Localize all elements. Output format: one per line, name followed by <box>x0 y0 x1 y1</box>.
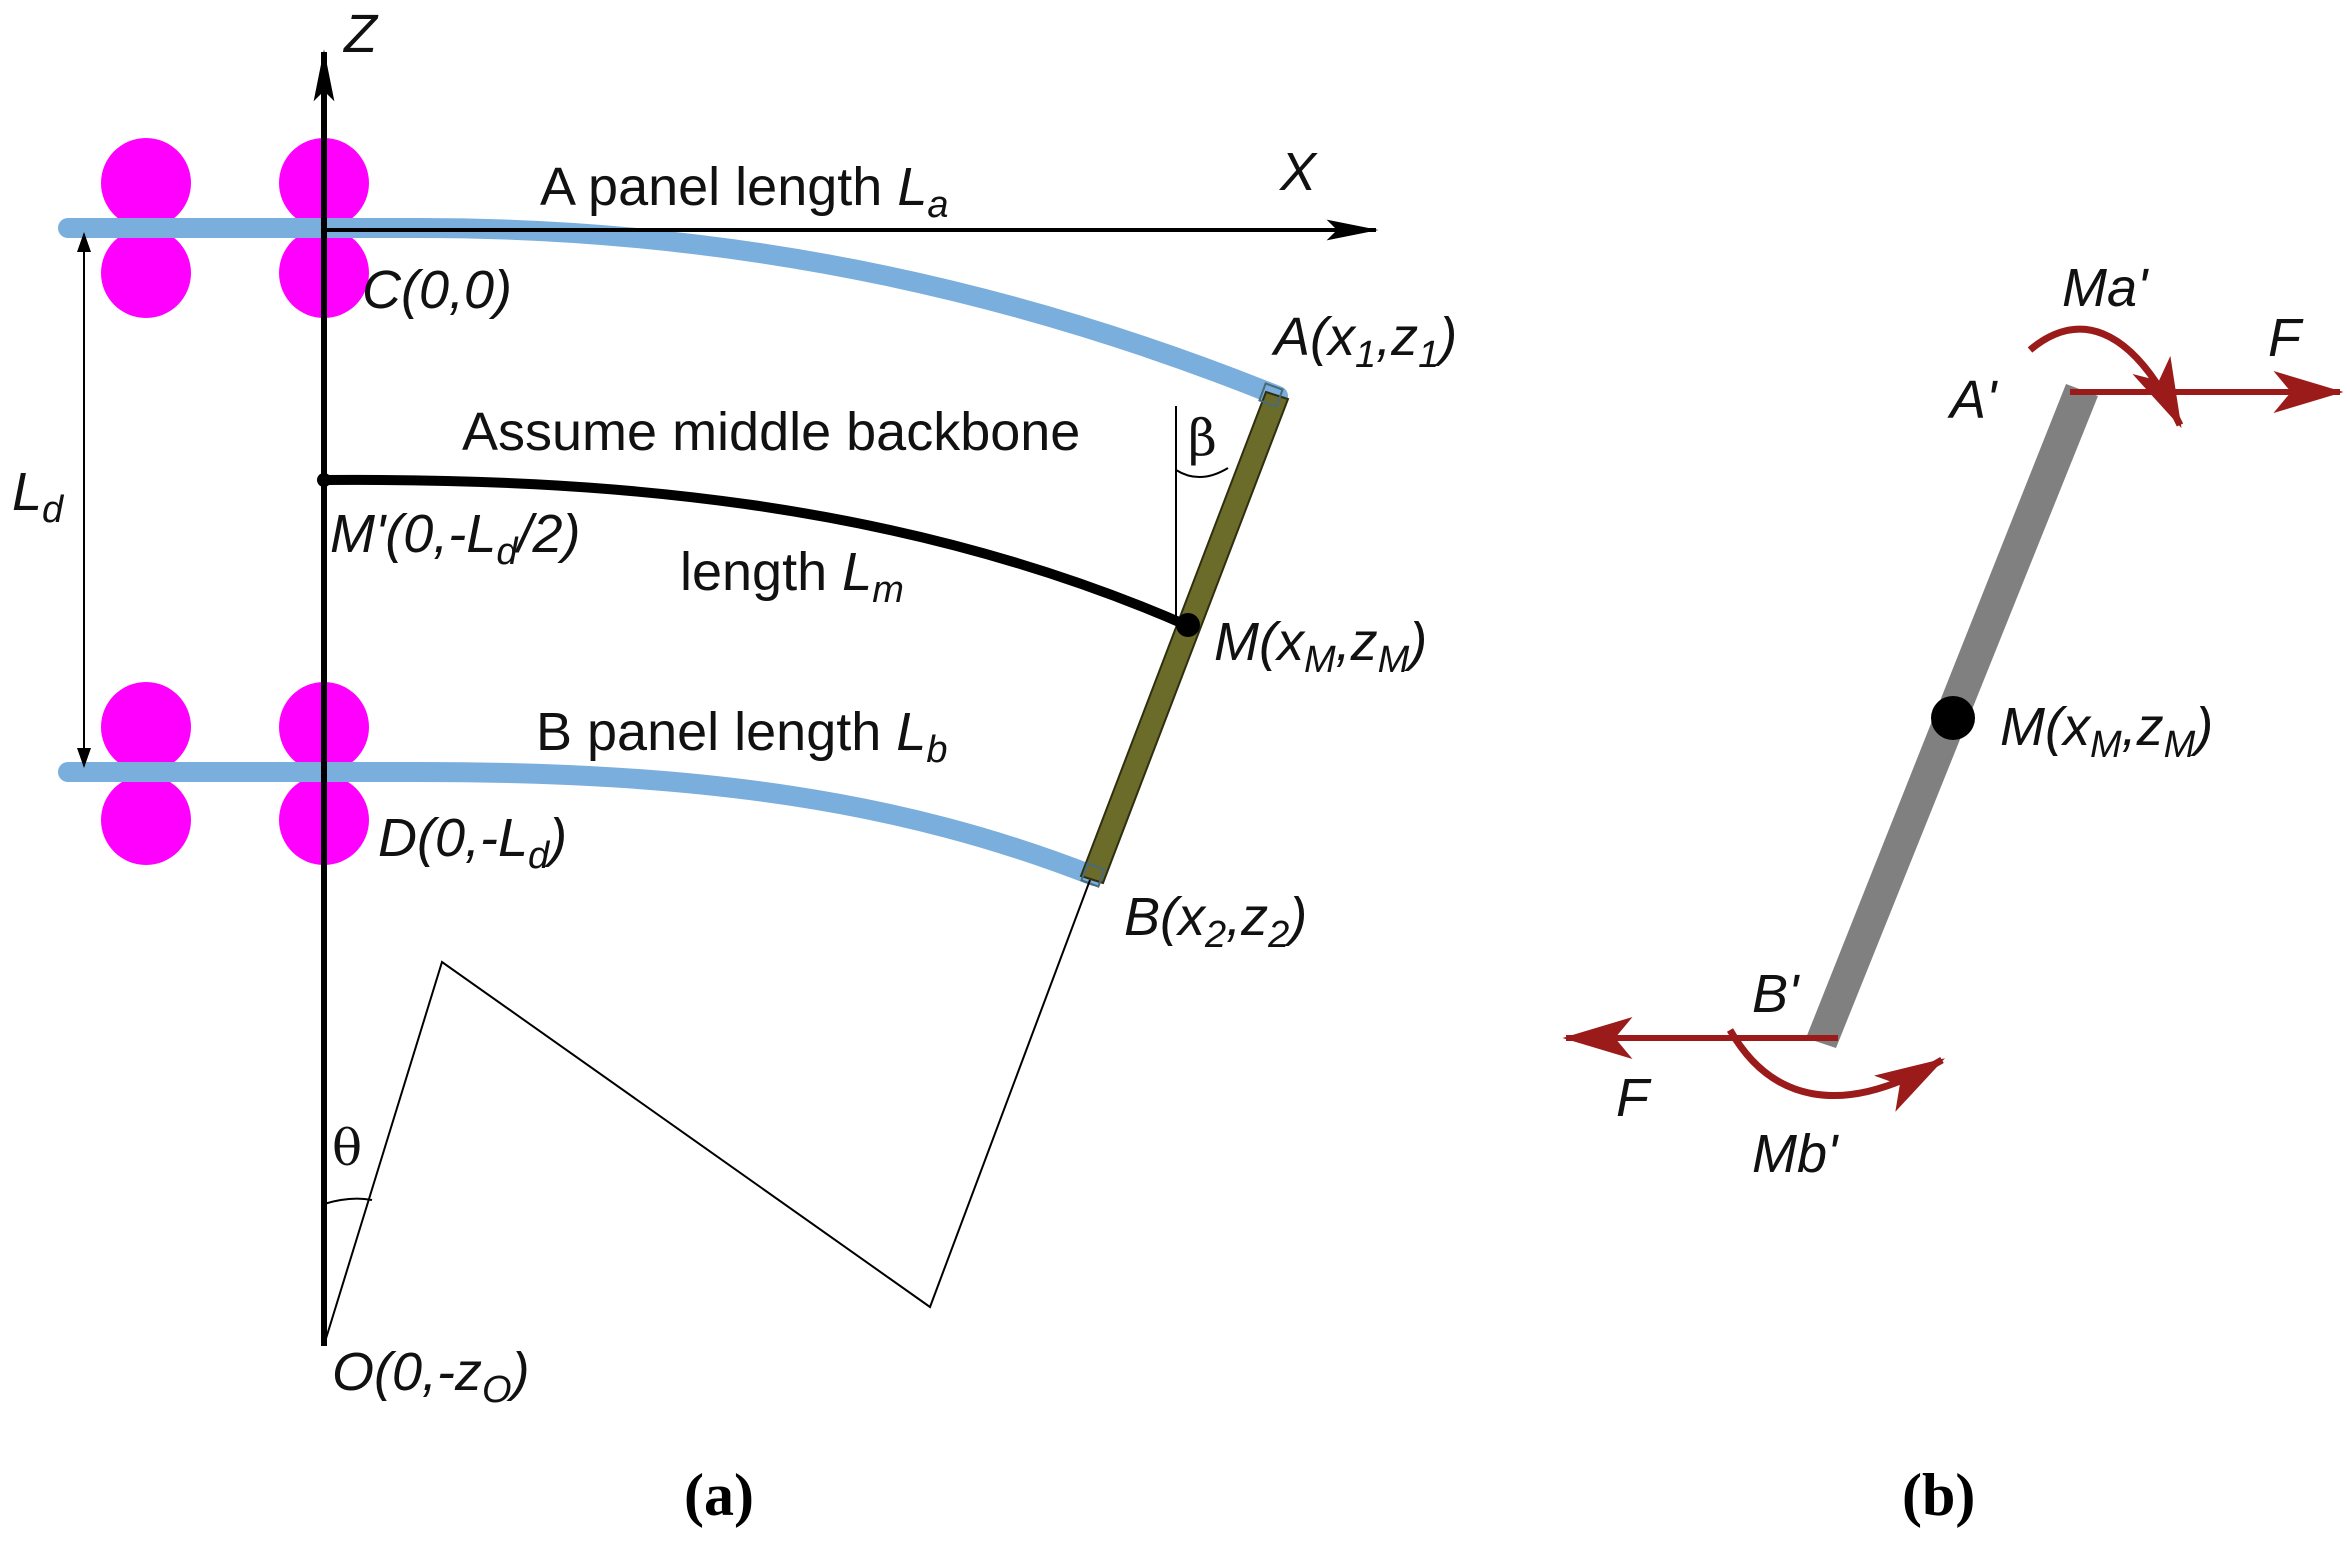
label-point-o: O(0,-zO) <box>332 1342 530 1411</box>
label-force-bottom: F <box>1616 1068 1652 1128</box>
label-force-top: F <box>2268 308 2304 368</box>
panel-a: Z X A panel length La B panel length Lb … <box>12 4 1457 1528</box>
axis-x-label: X <box>1278 142 1318 202</box>
label-point-bprime: B' <box>1752 964 1800 1024</box>
panel-b-strip <box>58 762 1104 886</box>
middle-backbone <box>319 474 1191 630</box>
label-middle-backbone: Assume middle backbone <box>462 402 1080 462</box>
label-ld: Ld <box>12 462 65 531</box>
roller-top-left-lower <box>101 228 191 318</box>
point-m-dot <box>1176 613 1200 637</box>
label-beta: β <box>1188 409 1217 467</box>
point-mprime-dot <box>317 473 331 487</box>
label-point-d: D(0,-Ld) <box>378 808 567 877</box>
label-theta: θ <box>332 1119 362 1177</box>
label-moment-b: Mb' <box>1752 1124 1839 1184</box>
label-point-a: A(x1,z1) <box>1271 307 1457 376</box>
label-a-panel: A panel length La <box>540 157 949 226</box>
caption-a: (a) <box>684 1462 754 1528</box>
label-point-c: C(0,0) <box>362 260 512 320</box>
panel-b-end-cap <box>1080 862 1106 888</box>
label-point-mprime: M'(0,-Ld/2) <box>330 504 581 573</box>
beta-arc <box>1175 467 1229 478</box>
panel-a-end-cap <box>1258 382 1284 408</box>
caption-b: (b) <box>1902 1462 1975 1528</box>
label-point-m: M(xM,zM) <box>1214 612 1427 681</box>
label-point-aprime: A' <box>1947 370 1998 430</box>
zigzag-linkage <box>323 879 1091 1346</box>
axis-z-label: Z <box>342 4 379 64</box>
roller-bottom-left-lower <box>101 775 191 865</box>
moment-arrow-bottom <box>1726 1028 1946 1112</box>
moment-arrow-top <box>2027 325 2184 429</box>
label-moment-a: Ma' <box>2062 258 2149 318</box>
label-point-b: B(x2,z2) <box>1124 887 1307 956</box>
label-point-m-b: M(xM,zM) <box>2000 697 2213 766</box>
point-m-dot-b <box>1931 696 1975 740</box>
label-b-panel: B panel length Lb <box>536 702 947 771</box>
panel-a-strip <box>58 218 1288 406</box>
theta-arc <box>323 1197 373 1205</box>
label-middle-length: length Lm <box>680 542 904 611</box>
panel-b: Ma' F A' M(xM,zM) B' F Mb' (b) <box>1562 258 2344 1528</box>
roller-bottom-left-upper <box>101 682 191 772</box>
roller-top-left-upper <box>101 138 191 228</box>
